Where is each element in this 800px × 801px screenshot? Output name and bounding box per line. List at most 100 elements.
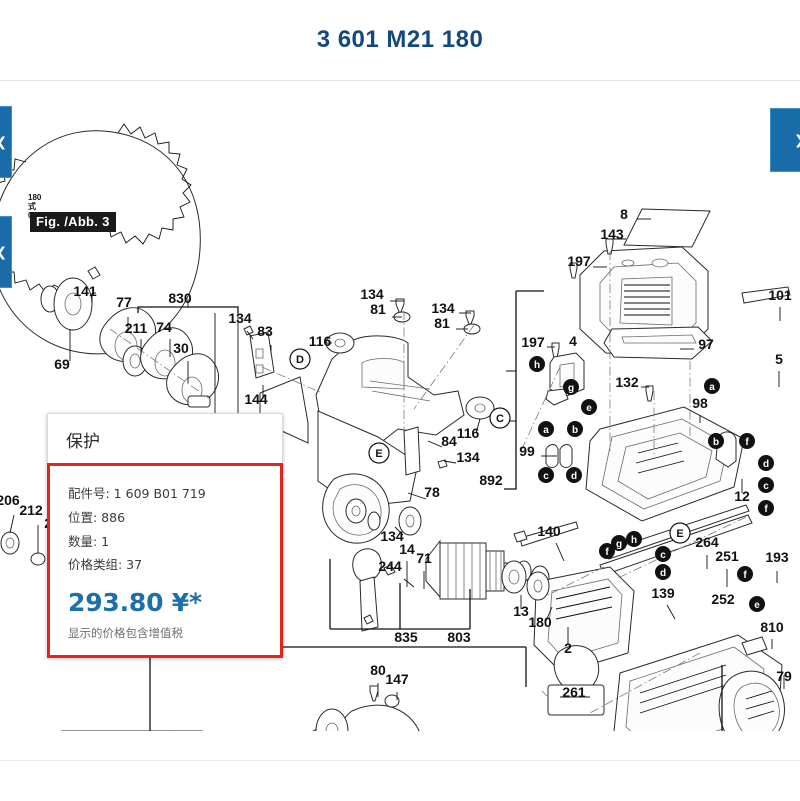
part-number-label[interactable]: 134 <box>380 528 404 544</box>
part-number-label[interactable]: 193 <box>765 549 789 565</box>
part-number-label[interactable]: 139 <box>651 585 675 601</box>
part-number-label[interactable]: 212 <box>19 502 43 518</box>
part-detail-tooltip[interactable]: 保护 配件号: 1 609 B01 719 位置: 886 数量: 1 价格类组… <box>47 413 283 658</box>
ring-marker[interactable]: E <box>368 442 390 464</box>
bullet-marker[interactable]: b <box>567 421 583 437</box>
part-number-label[interactable]: 5 <box>775 351 783 367</box>
part-number-label[interactable]: 2 <box>564 640 572 656</box>
bullet-marker[interactable]: g <box>611 535 627 551</box>
bullet-marker[interactable]: h <box>529 356 545 372</box>
prev-figure-tab-lower[interactable]: ❮ <box>0 216 12 288</box>
part-number-label[interactable]: 101 <box>768 287 792 303</box>
page-title: 3 601 M21 180 <box>316 26 484 53</box>
bullet-marker[interactable]: c <box>538 467 554 483</box>
part-number-label[interactable]: 134 <box>456 449 480 465</box>
svg-text:E: E <box>676 528 683 540</box>
part-number-label[interactable]: 74 <box>156 319 172 335</box>
part-number-label[interactable]: 180 <box>528 614 552 630</box>
part-number-label[interactable]: 71 <box>416 550 432 566</box>
part-number-label[interactable]: 206 <box>0 492 20 508</box>
bullet-marker[interactable]: c <box>758 477 774 493</box>
part-number-label[interactable]: 140 <box>537 523 561 539</box>
part-number-label[interactable]: 30 <box>173 340 189 356</box>
svg-text:b: b <box>713 437 719 448</box>
bullet-marker[interactable]: d <box>566 467 582 483</box>
bullet-marker[interactable]: f <box>737 566 753 582</box>
part-number-label[interactable]: 830 <box>168 290 192 306</box>
ring-marker[interactable]: E <box>669 522 691 544</box>
bullet-marker[interactable]: h <box>626 531 642 547</box>
part-number-label[interactable]: 835 <box>394 629 418 645</box>
part-number-label[interactable]: 97 <box>698 336 714 352</box>
part-number-label[interactable]: 116 <box>309 333 332 349</box>
svg-text:g: g <box>568 383 574 394</box>
part-number-label[interactable]: 81 <box>370 301 386 317</box>
part-number-label[interactable]: 80 <box>370 662 386 678</box>
bullet-marker[interactable]: d <box>655 564 671 580</box>
part-number-label[interactable]: 77 <box>116 294 132 310</box>
bullet-marker[interactable]: f <box>599 543 615 559</box>
part-number-label[interactable]: 147 <box>385 671 409 687</box>
bullet-marker[interactable]: f <box>739 433 755 449</box>
part-price: 293.80 ¥* <box>68 588 202 617</box>
part-number-label[interactable]: 803 <box>447 629 471 645</box>
part-number-label[interactable]: 78 <box>424 484 440 500</box>
part-number-label[interactable]: 13 <box>513 603 529 619</box>
ring-markers: DCEED <box>289 348 691 544</box>
bullet-marker[interactable]: a <box>538 421 554 437</box>
bullet-marker[interactable]: g <box>563 379 579 395</box>
part-number-label[interactable]: 132 <box>615 374 639 390</box>
svg-text:D: D <box>296 354 304 366</box>
page-header: 3 601 M21 180 <box>0 0 800 81</box>
bullet-marker[interactable]: e <box>581 399 597 415</box>
prev-figure-tab-upper[interactable]: ❮ <box>0 106 12 178</box>
part-number-label[interactable]: 143 <box>600 226 624 242</box>
part-number-label[interactable]: 810 <box>760 619 784 635</box>
part-number-label[interactable]: 141 <box>73 283 97 299</box>
part-number-label[interactable]: 134 <box>228 310 252 326</box>
bullet-marker[interactable]: b <box>708 433 724 449</box>
bottom-plate-group <box>315 685 420 731</box>
part-number-label[interactable]: 264 <box>695 534 719 550</box>
svg-text:d: d <box>660 568 666 579</box>
part-number-label[interactable]: 8 <box>620 206 628 222</box>
part-number-label[interactable]: 84 <box>441 433 457 449</box>
part-number-label[interactable]: 69 <box>54 356 70 372</box>
bullet-marker[interactable]: f <box>758 500 774 516</box>
bullet-marker[interactable]: e <box>749 596 765 612</box>
part-number-label[interactable]: 251 <box>715 548 739 564</box>
next-figure-tab[interactable]: ❯ <box>770 108 800 172</box>
part-number-label[interactable]: 244 <box>378 558 402 574</box>
part-number-label[interactable]: 14 <box>399 541 415 557</box>
part-number-label[interactable]: 197 <box>567 253 591 269</box>
part-number-label[interactable]: 261 <box>562 684 586 700</box>
bullet-marker[interactable]: d <box>758 455 774 471</box>
part-number-label[interactable]: 99 <box>519 443 535 459</box>
part-number-label[interactable]: 83 <box>257 323 273 339</box>
part-number-label[interactable]: 12 <box>734 488 750 504</box>
svg-text:b: b <box>572 425 578 436</box>
part-number-label[interactable]: 98 <box>692 395 708 411</box>
part-number-label[interactable]: 116 <box>457 425 480 441</box>
part-number-label[interactable]: 144 <box>244 391 268 407</box>
part-number-label[interactable]: 252 <box>711 591 735 607</box>
bullet-marker[interactable]: c <box>655 546 671 562</box>
part-number-label[interactable]: 79 <box>776 668 792 684</box>
ring-marker[interactable]: D <box>289 348 311 370</box>
bullet-marker[interactable]: a <box>704 378 720 394</box>
part-number-label[interactable]: 211 <box>125 320 148 336</box>
svg-text:h: h <box>631 535 637 546</box>
part-number-label[interactable]: 134 <box>431 300 455 316</box>
part-number-label[interactable]: 4 <box>569 333 577 349</box>
svg-text:C: C <box>496 413 504 425</box>
ring-marker[interactable]: C <box>489 407 511 429</box>
svg-text:E: E <box>375 448 382 460</box>
part-price-group-row: 价格类组: 37 <box>68 557 143 573</box>
part-number-label[interactable]: 193 <box>518 728 542 731</box>
part-number-label[interactable]: 81 <box>434 315 450 331</box>
chevron-left-icon: ❮ <box>0 136 7 149</box>
part-number-label[interactable]: 892 <box>479 472 503 488</box>
part-number-label[interactable]: 197 <box>521 334 545 350</box>
part-number-label[interactable]: 134 <box>360 286 384 302</box>
